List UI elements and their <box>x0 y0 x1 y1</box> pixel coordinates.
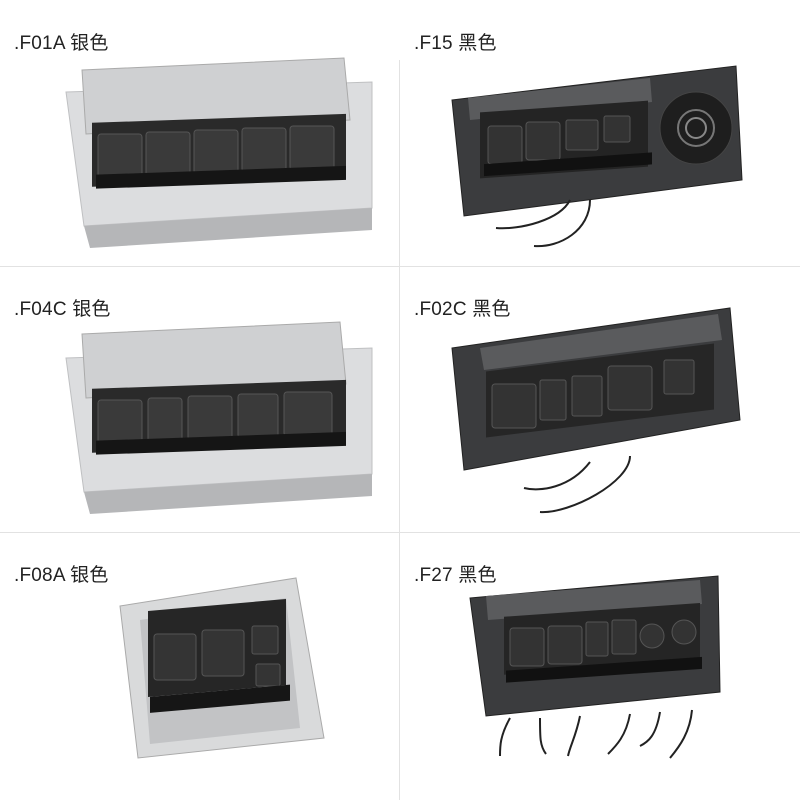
product-label: .F15 黑色 <box>414 33 497 54</box>
product-f15: .F15 黑色 <box>400 0 800 266</box>
f15-image <box>451 65 743 248</box>
f01a-image <box>65 57 373 248</box>
product-label: .F01A 银色 <box>14 33 109 54</box>
product-f27: .F27 黑色 <box>400 532 800 798</box>
product-label: .F08A 银色 <box>14 565 109 586</box>
product-f01a: .F01A 银色 <box>0 0 400 266</box>
product-label: .F02C 黑色 <box>414 299 511 320</box>
row-divider-1 <box>0 266 800 267</box>
f04c-image <box>65 321 373 514</box>
product-label: .F04C 银色 <box>14 299 111 320</box>
f27-image <box>469 575 721 759</box>
product-label: .F27 黑色 <box>414 565 497 586</box>
product-f08a: .F08A 银色 <box>0 532 400 798</box>
product-f02c: .F02C 黑色 <box>400 266 800 532</box>
row-divider-2 <box>0 532 800 533</box>
product-f04c: .F04C 银色 <box>0 266 400 532</box>
column-divider <box>399 60 400 800</box>
f08a-image <box>119 577 325 759</box>
f02c-image <box>451 307 741 514</box>
